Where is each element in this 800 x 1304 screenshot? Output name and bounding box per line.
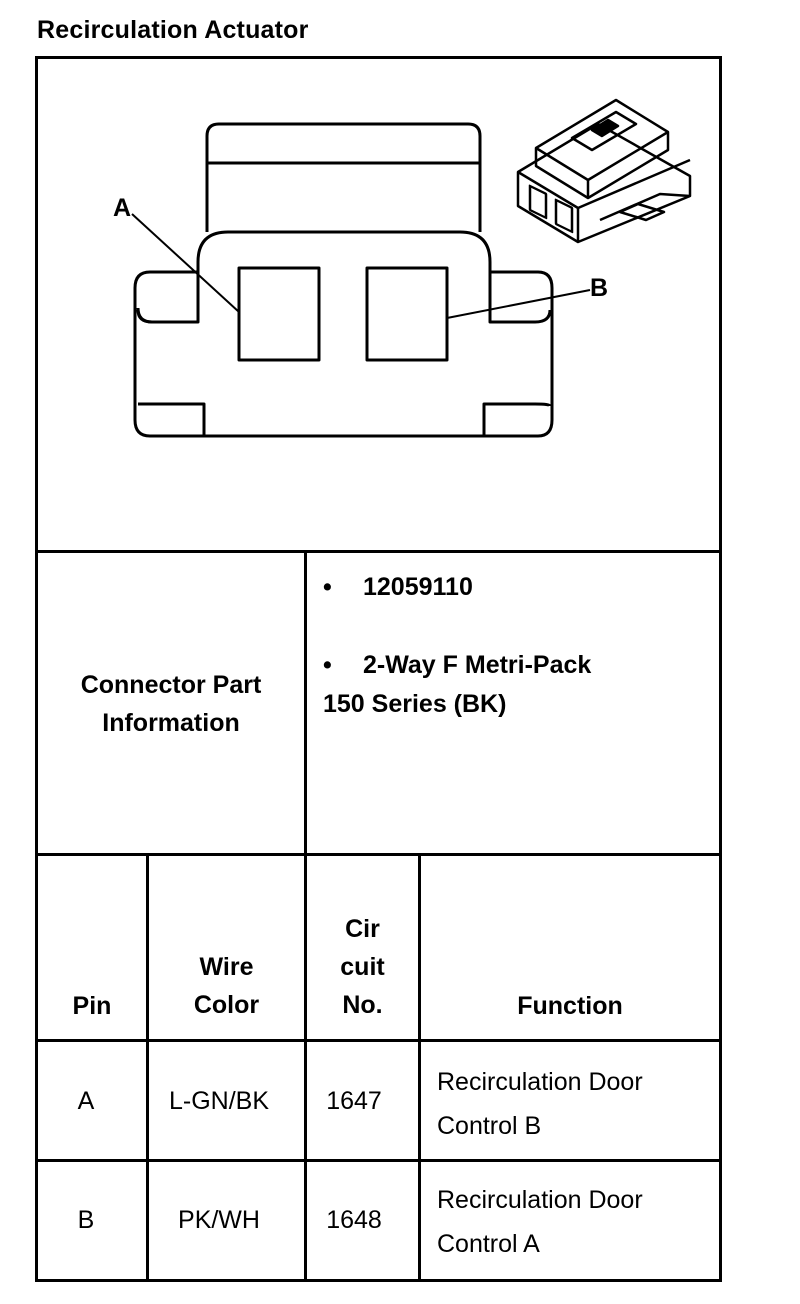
header-circuit-line1: Cir xyxy=(345,915,380,943)
header-wire-color: Wire Color xyxy=(149,948,304,1024)
row-function-line2: Control A xyxy=(437,1230,540,1258)
row-wire-color: PK/WH xyxy=(178,1206,260,1234)
connector-description-line1: 2-Way F Metri-Pack xyxy=(363,651,592,679)
connector-face-drawing xyxy=(131,122,591,438)
connector-isometric-drawing xyxy=(516,98,692,244)
connector-info-label: Connector Part Information xyxy=(38,666,304,742)
row-function-line1: Recirculation Door xyxy=(437,1186,643,1214)
row-function: Recirculation Door Control B xyxy=(437,1060,717,1148)
header-wire-color-line2: Color xyxy=(193,991,260,1019)
description-item: • 2-Way F Metri-Pack xyxy=(323,646,591,684)
row-function-line2: Control B xyxy=(437,1112,542,1140)
page-title: Recirculation Actuator xyxy=(37,16,309,44)
header-circuit-line2: cuit xyxy=(340,953,385,981)
border-left xyxy=(35,56,38,1282)
bullet-marker: • xyxy=(323,573,332,601)
connector-diagram: A B xyxy=(113,98,692,438)
connector-info-label-line1: Connector Part xyxy=(80,671,262,699)
part-number-item: • 12059110 xyxy=(323,568,473,606)
row-function: Recirculation Door Control A xyxy=(437,1178,717,1266)
border-right xyxy=(719,56,722,1282)
header-wire-color-line1: Wire xyxy=(199,953,254,981)
row-circuit: 1647 xyxy=(326,1087,382,1115)
divider-col-circuit xyxy=(418,853,421,1282)
divider-diagram xyxy=(35,550,722,553)
pin-label-b: B xyxy=(590,274,608,302)
bullet-marker: • xyxy=(323,651,332,679)
description-item-continued: 150 Series (BK) xyxy=(323,685,506,723)
border-bottom xyxy=(35,1279,722,1282)
divider-connector-col xyxy=(304,550,307,856)
row-wire-color: L-GN/BK xyxy=(168,1087,270,1115)
divider-col-wire xyxy=(304,853,307,1282)
border-top xyxy=(35,56,722,59)
pin-label-a: A xyxy=(113,194,131,222)
row-function-line1: Recirculation Door xyxy=(437,1068,643,1096)
divider-row-a xyxy=(35,1159,722,1162)
divider-col-pin xyxy=(146,853,149,1282)
header-circuit-line3: No. xyxy=(342,991,383,1019)
divider-header xyxy=(35,1039,722,1042)
header-function: Function xyxy=(517,992,623,1020)
row-pin: B xyxy=(77,1206,95,1234)
header-circuit: Cir cuit No. xyxy=(307,910,418,1024)
row-circuit: 1648 xyxy=(326,1206,382,1234)
connector-info-label-line2: Information xyxy=(102,709,240,737)
row-pin: A xyxy=(77,1087,95,1115)
connector-description-line2: 150 Series (BK) xyxy=(323,690,507,718)
part-number: 12059110 xyxy=(363,573,473,601)
divider-connector-info xyxy=(35,853,722,856)
header-pin: Pin xyxy=(72,992,112,1020)
